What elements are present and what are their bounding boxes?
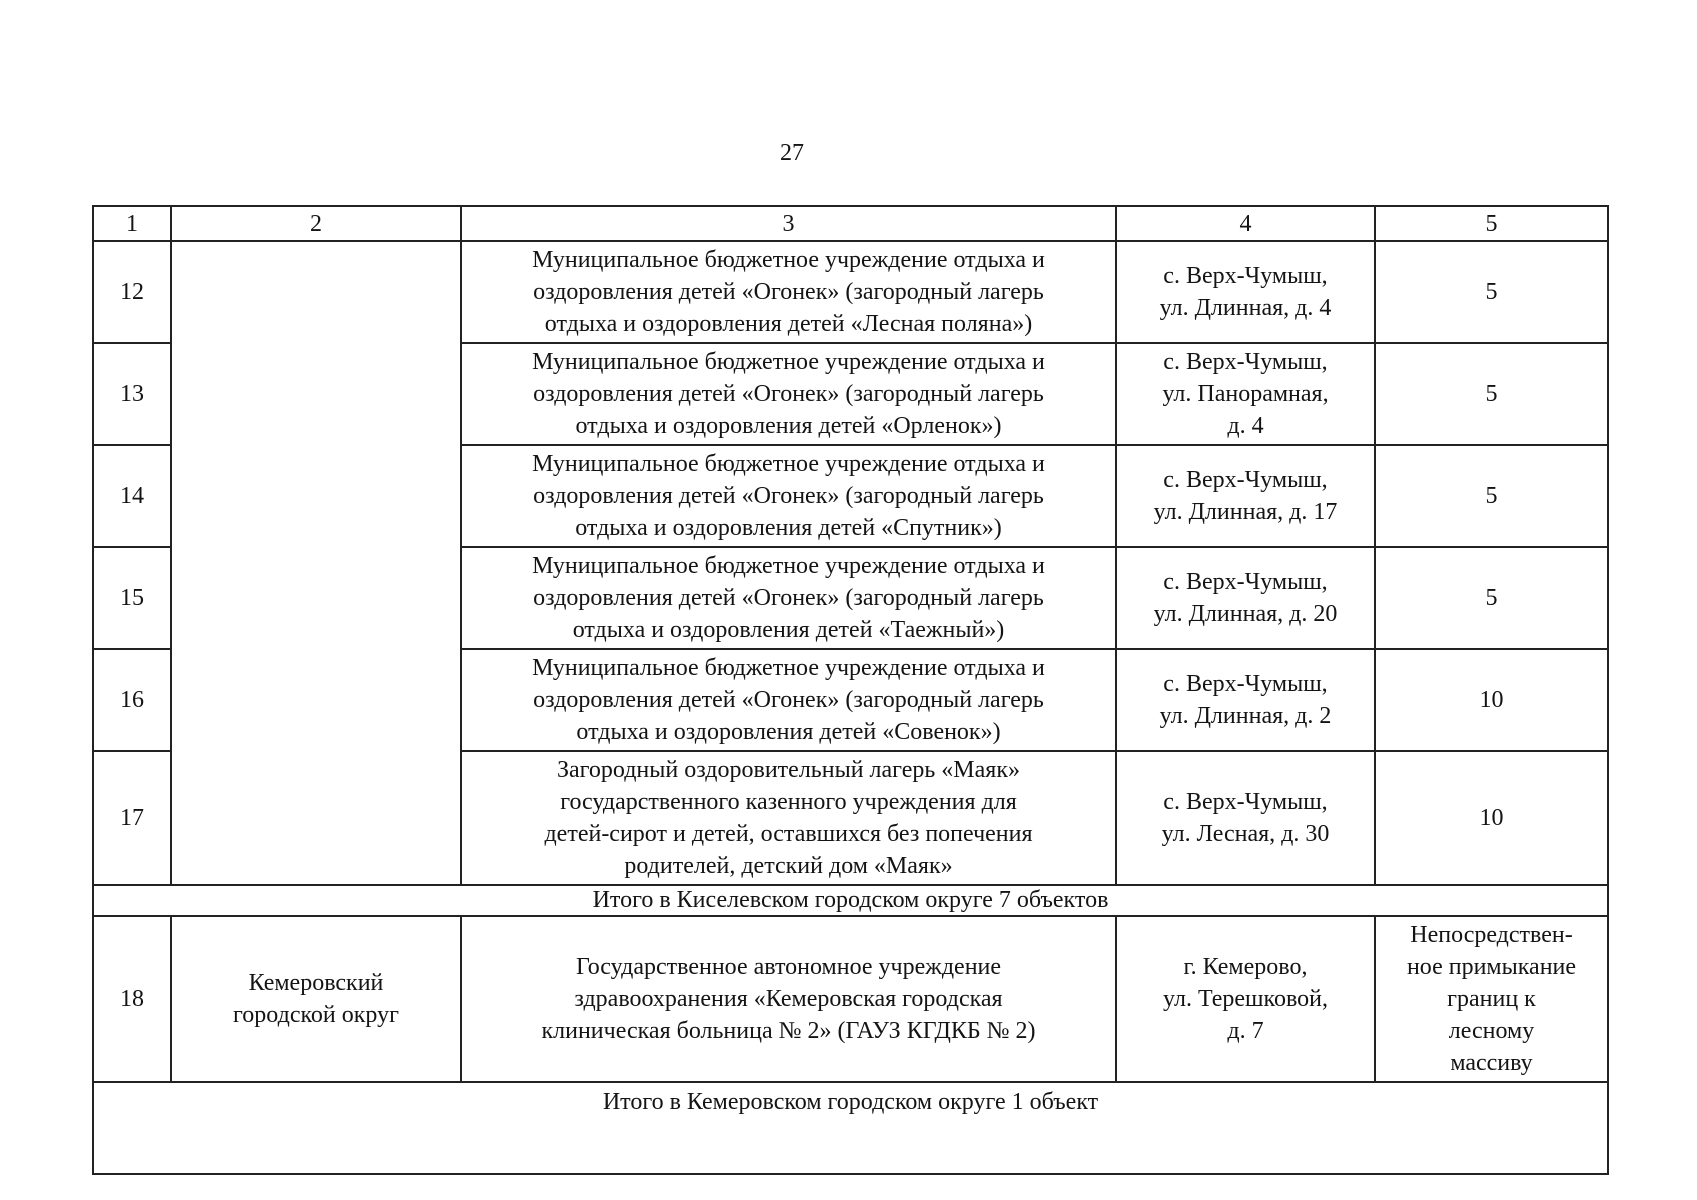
distance-cell: 5 [1374,342,1609,446]
distance-cell: 5 [1374,240,1609,344]
object-name-cell: Государственное автономное учреждение зд… [460,915,1117,1083]
distance-cell: 5 [1374,444,1609,548]
row-number-cell: 13 [92,342,172,446]
address-cell: с. Верх-Чумыш, ул. Длинная, д. 17 [1115,444,1376,548]
object-name-cell: Муниципальное бюджетное учреждение отдых… [460,444,1117,548]
table-row-16: 16 Муниципальное бюджетное учреждение от… [92,648,1609,752]
table-row-12: 12 Муниципальное бюджетное учреждение от… [92,240,1609,886]
column-header-4: 4 [1115,205,1376,242]
row-number-cell: 18 [92,915,172,1083]
row-number-cell: 12 [92,240,172,344]
table-header-row: 1 2 3 4 5 [92,205,1609,242]
subtotal-row-kiselevsk: Итого в Киселевском городском округе 7 о… [92,884,1609,917]
table-row-18: 18 Кемеровский городской округ Государст… [92,915,1609,1083]
distance-cell: 10 [1374,750,1609,886]
subtotal-cell: Итого в Киселевском городском округе 7 о… [92,884,1609,917]
row-number-cell: 14 [92,444,172,548]
subtotal-row-kemerovo: Итого в Кемеровском городском округе 1 о… [92,1081,1609,1175]
row-number-cell: 16 [92,648,172,752]
table-row-14: 14 Муниципальное бюджетное учреждение от… [92,444,1609,548]
address-cell: с. Верх-Чумыш, ул. Длинная, д. 2 [1115,648,1376,752]
row-number-cell: 17 [92,750,172,886]
distance-cell: 10 [1374,648,1609,752]
object-name-cell: Муниципальное бюджетное учреждение отдых… [460,240,1117,344]
object-name-cell: Муниципальное бюджетное учреждение отдых… [460,648,1117,752]
object-name-cell: Муниципальное бюджетное учреждение отдых… [460,546,1117,650]
district-cell [170,240,462,886]
district-cell: Кемеровский городской округ [170,915,462,1083]
object-name-cell: Загородный оздоровительный лагерь «Маяк»… [460,750,1117,886]
subtotal-cell: Итого в Кемеровском городском округе 1 о… [92,1081,1609,1175]
column-header-1: 1 [92,205,172,242]
table-row-15: 15 Муниципальное бюджетное учреждение от… [92,546,1609,650]
object-name-cell: Муниципальное бюджетное учреждение отдых… [460,342,1117,446]
distance-cell: 5 [1374,546,1609,650]
address-cell: с. Верх-Чумыш, ул. Панорамная, д. 4 [1115,342,1376,446]
column-header-2: 2 [170,205,462,242]
address-cell: с. Верх-Чумыш, ул. Лесная, д. 30 [1115,750,1376,886]
row-number-cell: 15 [92,546,172,650]
address-cell: г. Кемерово, ул. Терешковой, д. 7 [1115,915,1376,1083]
column-header-3: 3 [460,205,1117,242]
page-number: 27 [780,140,804,166]
objects-table: 1 2 3 4 5 12 Муниципальное бюджетное учр… [92,205,1609,1175]
distance-cell: Непосредствен- ное примыкание границ к л… [1374,915,1609,1083]
column-header-5: 5 [1374,205,1609,242]
table-row-13: 13 Муниципальное бюджетное учреждение от… [92,342,1609,446]
address-cell: с. Верх-Чумыш, ул. Длинная, д. 20 [1115,546,1376,650]
table-row-17: 17 Загородный оздоровительный лагерь «Ма… [92,750,1609,886]
address-cell: с. Верх-Чумыш, ул. Длинная, д. 4 [1115,240,1376,344]
